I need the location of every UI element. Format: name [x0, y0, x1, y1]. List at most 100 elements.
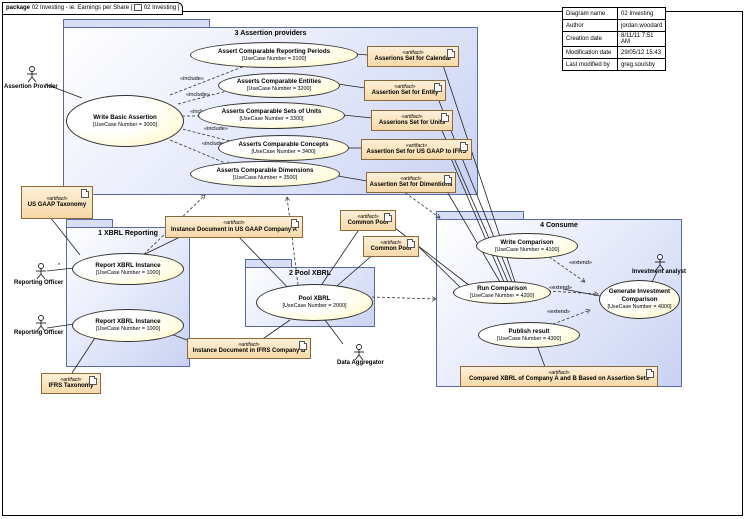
- meta-value: greg.soulsby: [616, 58, 667, 71]
- actor-data-aggregator[interactable]: [351, 344, 367, 361]
- actor-label: Reporting Officer: [14, 330, 64, 336]
- artifact-stereotype: «artifact»: [402, 49, 424, 56]
- usecase-write-basic-assertion[interactable]: Write Basic Assertion [UseCase Number = …: [66, 95, 184, 147]
- usecase-report-xbrl-1[interactable]: Report XBRL Instance [UseCase Number = 1…: [72, 253, 184, 285]
- usecase-name: Asserts Comparable Concepts: [238, 140, 329, 148]
- actor-icon: [655, 254, 665, 271]
- meta-value: 8/11/11 7:51 AM: [616, 31, 667, 47]
- package-title: 2 Pool XBRL: [288, 270, 331, 277]
- document-icon: [441, 113, 449, 122]
- meta-value: 29/05/12 15:43: [616, 46, 667, 59]
- include-label: «include»: [186, 92, 210, 98]
- usecase-comparable-concepts[interactable]: Asserts Comparable Concepts [UseCase Num…: [218, 135, 349, 161]
- outer-package-border: [2, 11, 743, 516]
- usecase-publish-result[interactable]: Publish result [UseCase Number = 4300]: [478, 322, 580, 348]
- document-icon: [384, 213, 392, 222]
- extend-label: «extend»: [547, 309, 571, 315]
- artifact-name: Common Pool: [347, 220, 389, 227]
- artifact-stereotype: «artifact»: [380, 239, 402, 246]
- include-label: «include»: [180, 76, 204, 82]
- usecase-comparable-entities[interactable]: Asserts Comparable Entities [UseCase Num…: [218, 73, 340, 98]
- usecase-number: [UseCase Number = 4300]: [497, 335, 561, 342]
- artifact-assertion-set-entity[interactable]: «artifact» Assertion Set for Entity: [364, 80, 446, 101]
- document-icon: [407, 239, 415, 248]
- usecase-number: [UseCase Number = 1000]: [96, 326, 160, 332]
- usecase-name: Write Comparison: [500, 238, 554, 246]
- package-name: 02 Investing - ie. Earnings per Share: [31, 5, 130, 12]
- artifact-name: Asserions Set for Units: [378, 120, 446, 127]
- package-xbrl-reporting[interactable]: 1 XBRL Reporting: [66, 227, 190, 367]
- usecase-generate-investment-comparison[interactable]: Generate Investment Comparison [UseCase …: [599, 280, 680, 319]
- usecase-comparable-units[interactable]: Asserts Comparable Sets of Units [UseCas…: [198, 102, 345, 129]
- artifact-ifrs-taxonomy[interactable]: «artifact» IFRS Taxonomy: [41, 373, 101, 394]
- actor-reporting-officer-1[interactable]: [33, 263, 49, 280]
- meta-value: 02 Investing: [616, 7, 667, 20]
- usecase-name: Publish result: [508, 327, 550, 335]
- document-icon: [81, 189, 89, 198]
- usecase-name: Asserts Comparable Entities: [236, 78, 322, 86]
- package-keyword: package: [6, 5, 31, 12]
- usecase-number: [UseCase Number = 3300]: [239, 116, 304, 122]
- package-tab-assertion: [63, 19, 210, 28]
- diagram-ref-bracket-open: [: [130, 5, 133, 12]
- artifact-stereotype: «artifact»: [400, 175, 422, 182]
- usecase-number: [UseCase Number = 3000]: [93, 121, 157, 128]
- usecase-number: [UseCase Number = 4200]: [470, 293, 534, 299]
- artifact-name: Compared XBRL of Company A and B Based o…: [469, 376, 649, 383]
- artifact-stereotype: «artifact»: [223, 220, 245, 227]
- artifact-compared-xbrl[interactable]: «artifact» Compared XBRL of Company A an…: [460, 366, 658, 387]
- usecase-run-comparison[interactable]: Run Comparison [UseCase Number = 4200]: [453, 281, 551, 304]
- artifact-assertion-set-dimentions[interactable]: «artifact» Assertion Set for Dimentions: [366, 172, 456, 193]
- usecase-report-xbrl-2[interactable]: Report XBRL Instance [UseCase Number = 1…: [72, 309, 184, 342]
- meta-value: jordan.woodard: [616, 19, 667, 32]
- diagram-ref[interactable]: 02 Investing: [143, 5, 177, 12]
- usecase-name: Assert Comparable Reporting Periods: [217, 47, 331, 55]
- usecase-comparable-dimensions[interactable]: Asserts Comparable Dimensions [UseCase N…: [190, 161, 340, 187]
- artifact-name: Instance Document in IFRS Company B: [192, 348, 306, 355]
- actor-reporting-officer-2[interactable]: [33, 315, 49, 332]
- usecase-number: [UseCase Number = 3500]: [233, 174, 297, 181]
- artifact-stereotype: «artifact»: [60, 376, 82, 383]
- usecase-name: Asserts Comparable Sets of Units: [221, 108, 322, 116]
- usecase-name: Run Comparison: [477, 285, 527, 293]
- artifact-name: Common Pool: [370, 246, 412, 253]
- usecase-name: Report XBRL Instance: [95, 318, 161, 326]
- artifact-assertion-set-gaap-ifrs[interactable]: «artifact» Assertion Set for US GAAP to …: [361, 139, 472, 160]
- artifact-instance-document-b[interactable]: «artifact» Instance Document in IFRS Com…: [187, 338, 311, 359]
- document-icon: [89, 376, 97, 385]
- artifact-assertion-set-calendar[interactable]: «artifact» Asserions Set for Calendar: [367, 46, 459, 67]
- artifact-name: Assertion Set for Entity: [371, 90, 439, 97]
- meta-key: Diagram name: [562, 7, 618, 20]
- artifact-stereotype: «artifact»: [357, 213, 379, 220]
- usecase-number: [UseCase Number = 3400]: [251, 148, 316, 155]
- artifact-common-pool-2[interactable]: «artifact» Common Pool: [363, 236, 419, 257]
- actor-label: Reporting Officer: [14, 280, 64, 286]
- usecase-pool-xbrl[interactable]: Pool XBRL [UseCase Number = 2000]: [256, 284, 373, 321]
- artifact-stereotype: «artifact»: [46, 195, 68, 202]
- artifact-name: Assertion Set for US GAAP to IFRS: [366, 149, 467, 156]
- artifact-assertion-set-units[interactable]: «artifact» Asserions Set for Units: [371, 110, 453, 131]
- usecase-number: [UseCase Number = 1000]: [96, 269, 160, 276]
- actor-investment-analyst[interactable]: [652, 254, 668, 271]
- usecase-name: Report XBRL Instance: [95, 261, 161, 269]
- artifact-us-gaap-taxonomy[interactable]: «artifact» US GAAP Taxonomy: [21, 186, 93, 219]
- usecase-reporting-periods[interactable]: Assert Comparable Reporting Periods [Use…: [190, 42, 358, 68]
- actor-icon: [36, 263, 46, 280]
- artifact-name: Instance Document in US GAAP Company A: [170, 226, 298, 233]
- package-title: 4 Consume: [540, 222, 578, 229]
- actor-assertion-provider[interactable]: [24, 66, 40, 83]
- diagram-icon: [134, 4, 143, 11]
- artifact-instance-document-a[interactable]: «artifact» Instance Document in US GAAP …: [165, 216, 303, 238]
- usecase-write-comparison[interactable]: Write Comparison [UseCase Number = 4100]: [476, 233, 578, 259]
- meta-key: Modification date: [562, 46, 618, 59]
- meta-key: Last modified by: [562, 58, 618, 71]
- usecase-number: [UseCase Number = 2000]: [282, 303, 347, 309]
- extend-label: «extend»: [549, 285, 573, 291]
- artifact-common-pool-1[interactable]: «artifact» Common Pool: [340, 210, 396, 231]
- document-icon: [444, 175, 452, 184]
